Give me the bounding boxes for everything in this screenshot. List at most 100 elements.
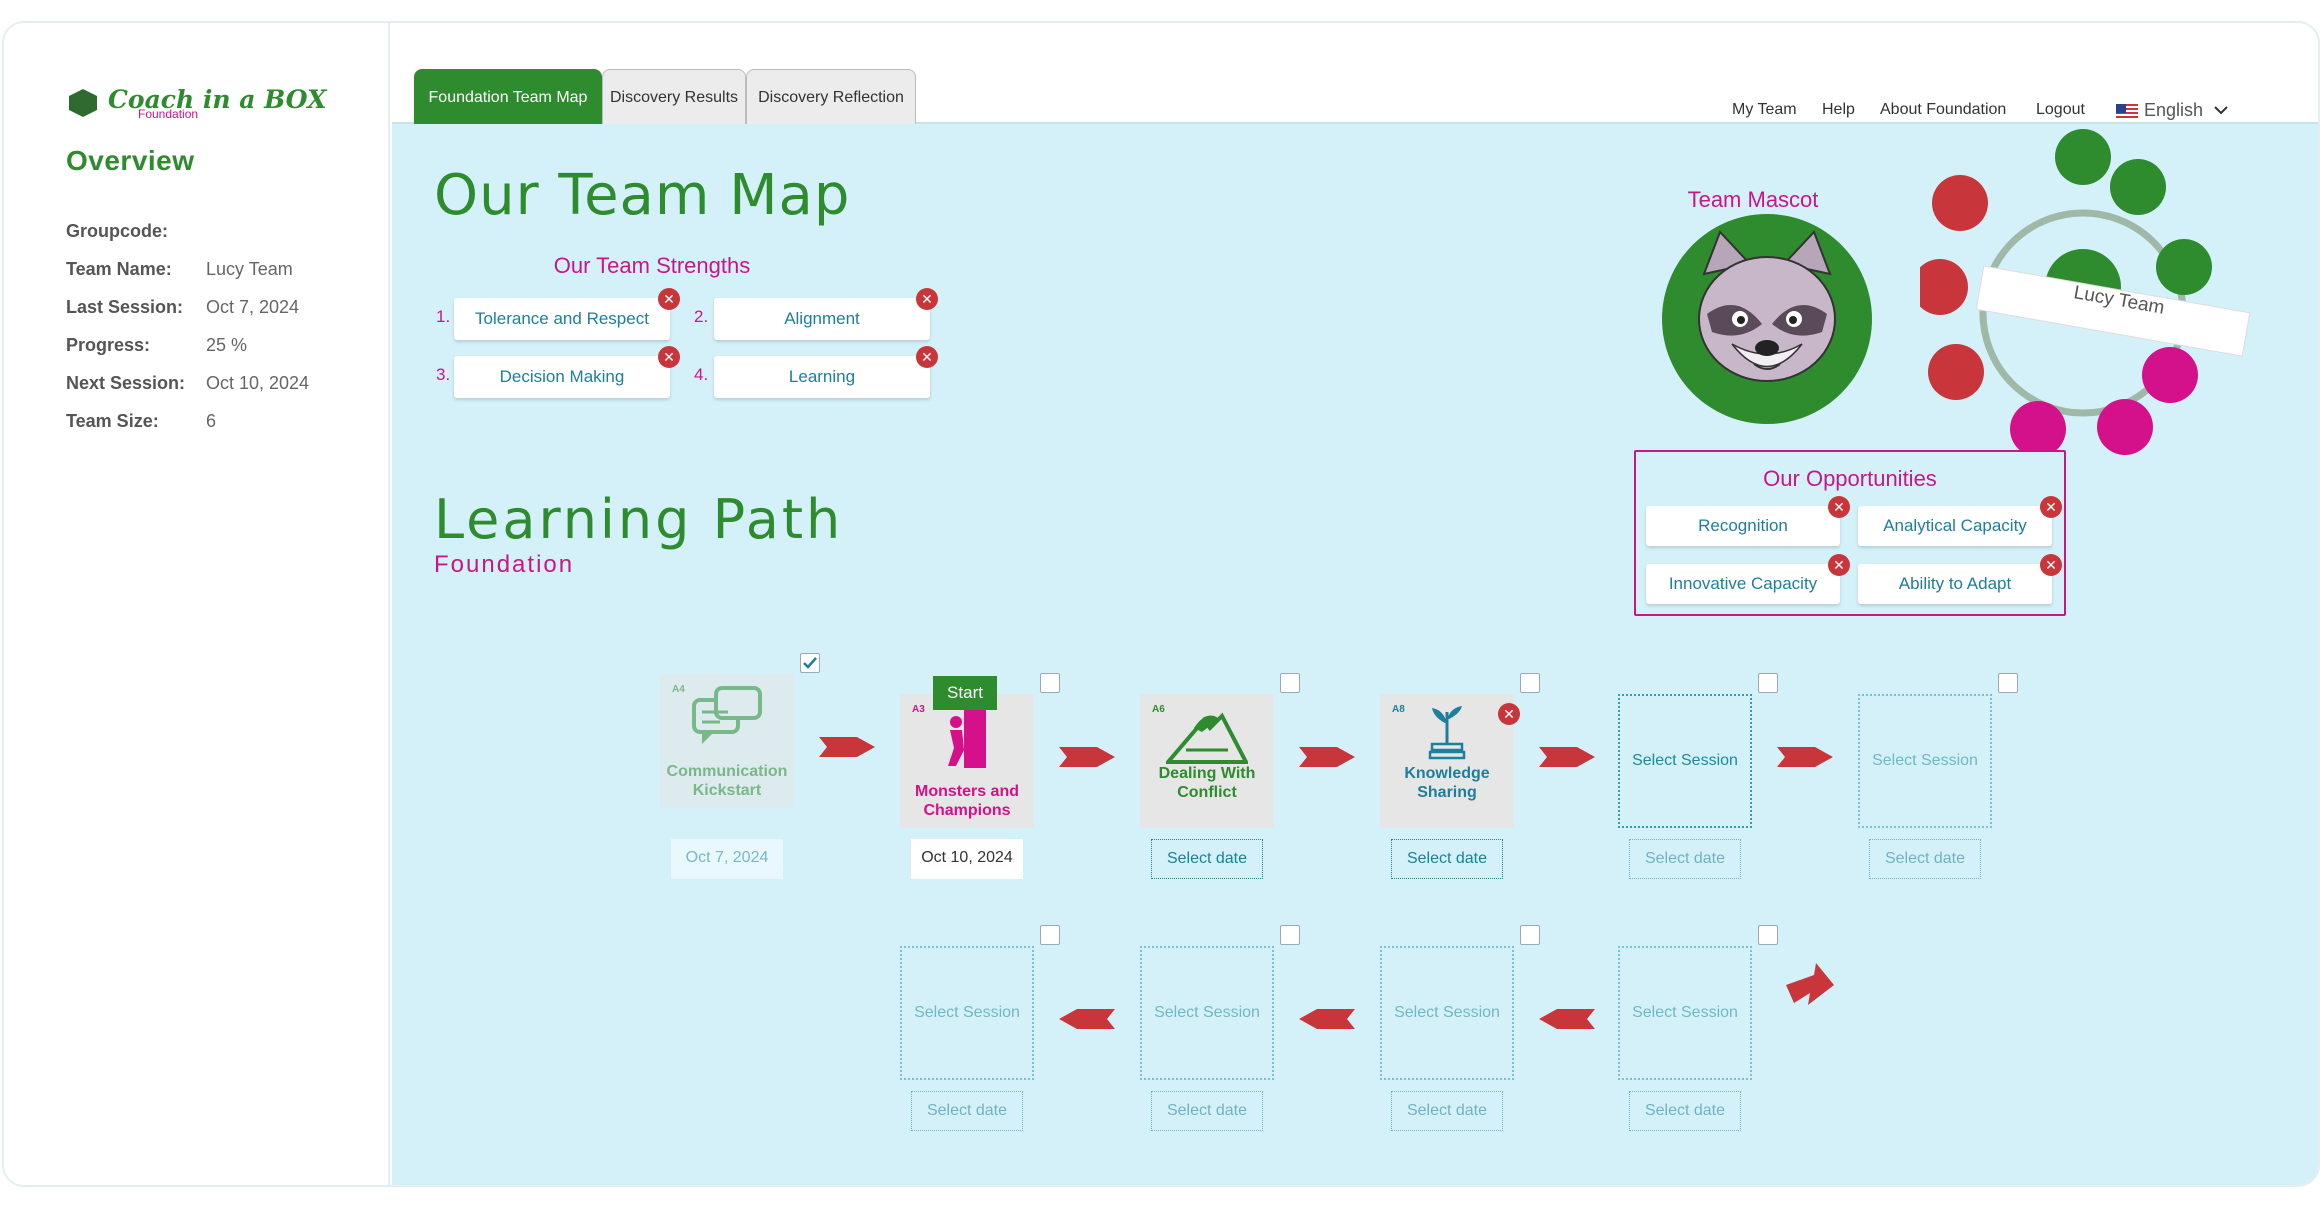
info-label: Last Session: [66, 297, 184, 317]
session-card-dealing-with-conflict[interactable]: A6 Dealing With Conflict [1140, 694, 1274, 828]
session-checkbox[interactable] [1758, 925, 1778, 945]
strength-chip[interactable]: Tolerance and Respect [454, 298, 670, 340]
session-checkbox[interactable] [1040, 925, 1060, 945]
remove-opportunity-icon[interactable]: ✕ [2040, 496, 2062, 518]
remove-opportunity-icon[interactable]: ✕ [1828, 496, 1850, 518]
info-label: Progress: [66, 335, 151, 355]
path-arrow-left-icon [1059, 1009, 1115, 1029]
info-label: Team Name: [66, 259, 172, 279]
remove-opportunity-icon[interactable]: ✕ [1828, 554, 1850, 576]
select-session-slot[interactable]: Select Session [1618, 946, 1752, 1080]
session-code: A8 [1392, 704, 1405, 715]
path-arrow-right-icon [1539, 747, 1595, 767]
session-date[interactable]: Select date [1391, 839, 1503, 879]
strength-number: 2. [694, 307, 709, 326]
session-checkbox[interactable] [1758, 673, 1778, 693]
path-arrow-right-icon [819, 737, 875, 757]
chevron-down-icon[interactable] [2213, 102, 2229, 118]
climber-icon [948, 710, 986, 768]
select-session-slot[interactable]: Select Session [1140, 946, 1274, 1080]
session-title-line: Knowledge [1404, 765, 1490, 782]
tab-discovery-reflection[interactable]: Discovery Reflection [746, 69, 916, 124]
session-code: A4 [672, 684, 685, 695]
remove-strength-icon[interactable]: ✕ [658, 288, 680, 310]
plant-books-icon [1428, 706, 1466, 760]
session-date[interactable]: Select date [1629, 839, 1741, 879]
us-flag-icon [2116, 104, 2138, 120]
remove-opportunity-icon[interactable]: ✕ [2040, 554, 2062, 576]
tab-foundation-team-map[interactable]: Foundation Team Map [414, 69, 602, 124]
mountain-handshake-icon [1166, 712, 1248, 764]
select-session-slot[interactable]: Select Session [1380, 946, 1514, 1080]
remove-strength-icon[interactable]: ✕ [658, 346, 680, 368]
session-checkbox[interactable] [1998, 673, 2018, 693]
remove-strength-icon[interactable]: ✕ [916, 288, 938, 310]
opportunities-panel: Our Opportunities Recognition ✕ Analytic… [1634, 450, 2066, 616]
path-arrow-left-icon [1539, 1009, 1595, 1029]
session-checkbox[interactable] [1280, 673, 1300, 693]
session-title-line: Monsters and [914, 783, 1019, 800]
session-code: A3 [912, 704, 925, 715]
app-frame: Coach in a BOX Foundation Overview Group… [2, 21, 2320, 1187]
info-value: Oct 7, 2024 [206, 297, 300, 317]
session-title-line: Kickstart [692, 782, 762, 799]
opportunities-title: Our Opportunities [1763, 466, 1937, 491]
session-title-line: Champions [923, 802, 1011, 819]
session-title-line: Sharing [1417, 784, 1477, 801]
learning-path-subtitle: Foundation [434, 551, 575, 578]
session-card-communication-kickstart[interactable]: A4 Communication Kickstart [660, 674, 794, 808]
info-label: Next Session: [66, 373, 186, 393]
select-session-slot[interactable]: Select Session [900, 946, 1034, 1080]
session-checkbox[interactable] [1520, 925, 1540, 945]
sidebar: Coach in a BOX Foundation Overview Group… [4, 23, 390, 1185]
opportunity-chip[interactable]: Innovative Capacity [1646, 564, 1840, 604]
remove-session-icon[interactable]: ✕ [1498, 703, 1520, 725]
session-date[interactable]: Select date [1151, 1091, 1263, 1131]
opportunity-chip[interactable]: Ability to Adapt [1858, 564, 2052, 604]
info-label: Team Size: [66, 411, 159, 431]
nav-about-foundation[interactable]: About Foundation [1880, 101, 2007, 118]
select-session-slot[interactable]: Select Session [1618, 694, 1752, 828]
checkmark-icon [803, 657, 817, 669]
remove-strength-icon[interactable]: ✕ [916, 346, 938, 368]
info-value: Oct 10, 2024 [206, 373, 310, 393]
opportunity-chip[interactable]: Analytical Capacity [1858, 506, 2052, 546]
session-card-monsters-and-champions[interactable]: A3 Monsters and Champions [900, 694, 1034, 828]
session-card-knowledge-sharing[interactable]: A8 Knowledge Sharing [1380, 694, 1514, 828]
session-date[interactable]: Select date [911, 1091, 1023, 1131]
strength-chip[interactable]: Decision Making [454, 356, 670, 398]
start-badge: Start [933, 676, 997, 710]
session-checkbox[interactable] [1520, 673, 1540, 693]
strength-chip[interactable]: Learning [714, 356, 930, 398]
strength-number: 1. [436, 307, 451, 326]
session-checkbox[interactable] [1280, 925, 1300, 945]
nav-my-team[interactable]: My Team [1732, 101, 1797, 118]
select-session-slot[interactable]: Select Session [1858, 694, 1992, 828]
strength-chip[interactable]: Alignment [714, 298, 930, 340]
session-checkbox[interactable] [1040, 673, 1060, 693]
team-circle-graphic [1920, 129, 2251, 457]
session-code: A6 [1152, 704, 1165, 715]
path-arrow-right-icon [1777, 747, 1833, 767]
session-date[interactable]: Select date [1391, 1091, 1503, 1131]
raccoon-mascot-icon [1698, 230, 1836, 382]
session-date[interactable]: Oct 10, 2024 [911, 839, 1023, 879]
session-date[interactable]: Select date [1151, 839, 1263, 879]
session-checkbox[interactable] [800, 653, 820, 673]
mascot-badge[interactable] [1662, 214, 1872, 424]
nav-logout[interactable]: Logout [2036, 101, 2085, 118]
tab-discovery-results[interactable]: Discovery Results [602, 69, 746, 124]
session-title: Communication Kickstart [660, 762, 794, 800]
logo-text: Coach in a BOX [108, 85, 327, 114]
logo-hexagon-icon [69, 89, 97, 117]
logo[interactable]: Coach in a BOX [68, 85, 326, 117]
language-select[interactable]: English [2144, 100, 2204, 120]
session-date[interactable]: Oct 7, 2024 [671, 839, 783, 879]
opportunity-chip[interactable]: Recognition [1646, 506, 1840, 546]
mascot-title: Team Mascot [1687, 187, 1819, 212]
path-arrow-right-icon [1299, 747, 1355, 767]
session-date[interactable]: Select date [1629, 1091, 1741, 1131]
nav-help[interactable]: Help [1822, 101, 1855, 118]
session-date[interactable]: Select date [1869, 839, 1981, 879]
